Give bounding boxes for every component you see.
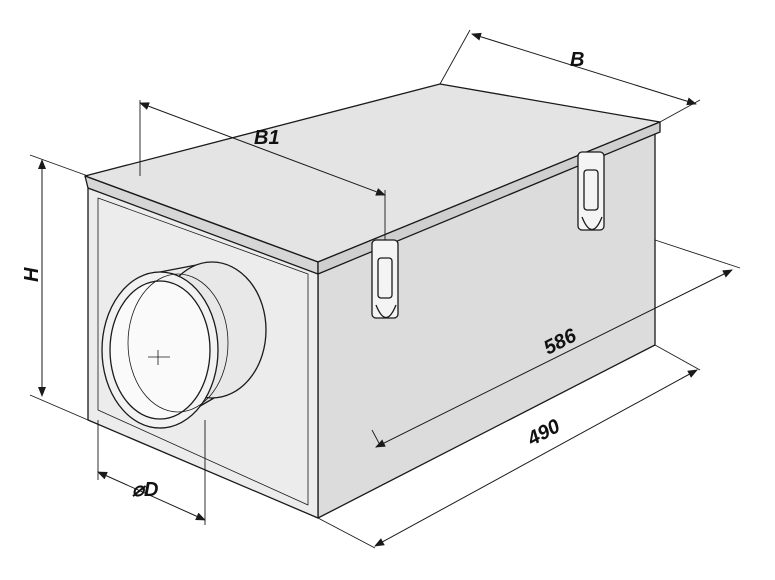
label-490: 490 — [523, 415, 564, 451]
dim-line-d — [97, 471, 206, 521]
label-h: H — [21, 267, 43, 282]
latch-front — [371, 239, 399, 319]
latch-back — [577, 151, 605, 231]
dim-line-b1 — [139, 102, 386, 196]
duct-spigot — [101, 261, 267, 429]
front-frame-inner — [97, 197, 309, 506]
lid-rim-side — [317, 121, 661, 275]
label-b: B — [570, 49, 584, 71]
dim-line-490 — [374, 369, 698, 547]
label-diameter-d: ⌀D — [132, 479, 158, 501]
label-b1: B1 — [254, 127, 280, 149]
dim-line-b — [471, 32, 697, 106]
